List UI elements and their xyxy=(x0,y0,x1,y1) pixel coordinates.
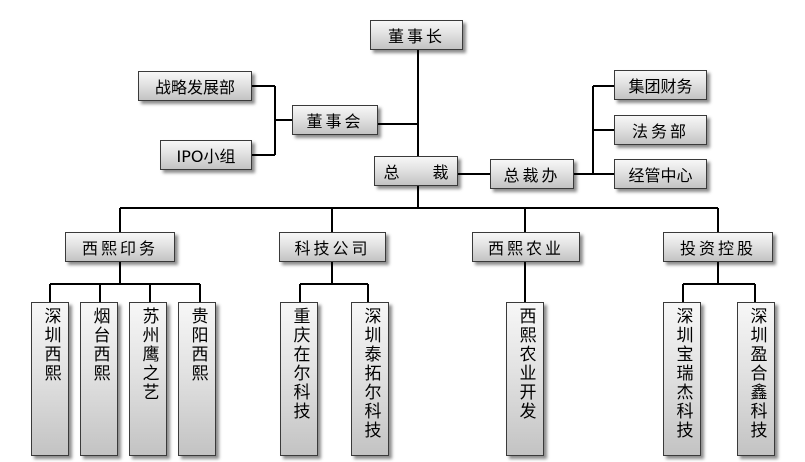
president-office-label: 总裁办 xyxy=(503,166,561,185)
sub-label: 深圳西熙 xyxy=(40,307,61,383)
sub-label: 苏州鹰之艺 xyxy=(138,307,159,402)
board-label: 董事会 xyxy=(306,112,364,131)
sub-label: 重庆在尔科技 xyxy=(289,307,310,421)
management-center-label: 经管中心 xyxy=(628,166,693,185)
sub-label: 贵阳西熙 xyxy=(187,307,208,383)
strategy-box: 战略发展部 xyxy=(138,71,252,101)
president-office-box: 总裁办 xyxy=(490,159,574,189)
sub-xixi-agri-dev: 西熙农业开发 xyxy=(506,302,544,456)
president-box: 总 裁 xyxy=(374,156,458,186)
division-investment-box: 投资控股 xyxy=(663,232,773,262)
sub-shenzhen-xixi: 深圳西熙 xyxy=(31,302,69,456)
chairman-label: 董事长 xyxy=(387,27,445,46)
chairman-box: 董事长 xyxy=(370,20,463,50)
ipo-label: IPO小组 xyxy=(176,147,236,166)
division-investment-label: 投资控股 xyxy=(679,239,756,258)
sub-yantai-xixi: 烟台西熙 xyxy=(80,302,118,456)
sub-label: 西熙农业开发 xyxy=(515,307,536,421)
legal-label: 法务部 xyxy=(631,122,689,141)
division-technology-label: 科技公司 xyxy=(294,239,371,258)
sub-label: 深圳泰拓尔科技 xyxy=(360,307,381,440)
legal-box: 法务部 xyxy=(614,115,707,145)
division-agriculture-label: 西熙农业 xyxy=(487,239,564,258)
sub-shenzhen-taituoer: 深圳泰拓尔科技 xyxy=(351,302,389,456)
division-agriculture-box: 西熙农业 xyxy=(472,232,580,262)
sub-chongqing-zaier: 重庆在尔科技 xyxy=(280,302,318,456)
sub-label: 深圳宝瑞杰科技 xyxy=(672,307,693,440)
group-finance-box: 集团财务 xyxy=(614,70,707,100)
division-printing-box: 西熙印务 xyxy=(65,232,175,262)
sub-shenzhen-yinghexin: 深圳盈合鑫科技 xyxy=(737,302,775,456)
group-finance-label: 集团财务 xyxy=(628,77,693,96)
division-technology-box: 科技公司 xyxy=(279,232,386,262)
president-label: 总 裁 xyxy=(383,163,463,182)
management-center-box: 经管中心 xyxy=(614,159,707,189)
ipo-box: IPO小组 xyxy=(160,140,252,170)
board-box: 董事会 xyxy=(292,105,378,135)
sub-label: 烟台西熙 xyxy=(89,307,110,383)
strategy-label: 战略发展部 xyxy=(154,78,235,97)
sub-label: 深圳盈合鑫科技 xyxy=(746,307,767,440)
division-printing-label: 西熙印务 xyxy=(81,239,158,258)
sub-shenzhen-baoruijie: 深圳宝瑞杰科技 xyxy=(663,302,701,456)
sub-suzhou-yingzhiyi: 苏州鹰之艺 xyxy=(129,302,167,456)
sub-guiyang-xixi: 贵阳西熙 xyxy=(178,302,216,456)
